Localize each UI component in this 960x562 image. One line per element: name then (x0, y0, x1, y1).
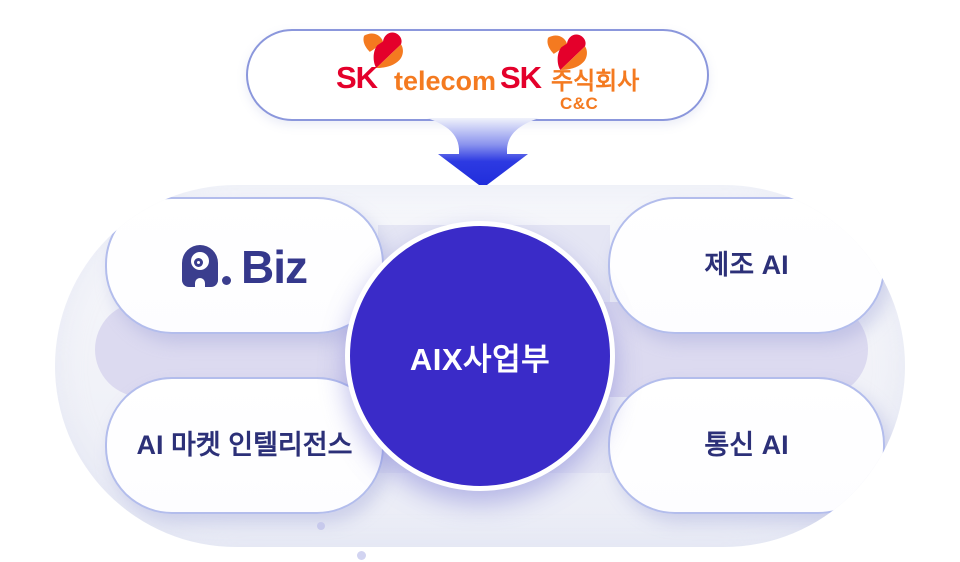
unit-pill-telecom-ai: 통신 AI (608, 377, 885, 514)
unit-pill-a-biz: Biz (105, 197, 384, 334)
sk-cnc-wordmark-sk: SK (500, 60, 542, 95)
organization-panel: Biz 제조 AI AI 마켓 인텔리전스 통신 AI AIX사업부 (55, 185, 905, 547)
sk-cnc-wordmark-jusikhoesa: 주식회사 (551, 68, 640, 95)
a-dot-period (222, 275, 231, 285)
sk-butterfly-icon (547, 34, 587, 70)
a-dot-leg-notch (195, 277, 205, 287)
source-companies-box: SK telecom SK 주식회사 C&C (246, 29, 709, 121)
unit-pill-manufacturing-ai: 제조 AI (608, 197, 885, 334)
a-dot-mascot-icon (182, 244, 218, 287)
decorative-dot (357, 551, 366, 560)
unit-label-ai-market-intelligence: AI 마켓 인텔리전스 (136, 430, 353, 460)
unit-label-manufacturing-ai: 제조 AI (704, 250, 789, 280)
unit-label-biz: Biz (241, 240, 308, 293)
a-dot-eye (191, 251, 209, 270)
unit-pill-ai-market-intelligence: AI 마켓 인텔리전스 (105, 377, 384, 514)
sk-cnc-wordmark-cnc: C&C (560, 94, 599, 113)
sk-telecom-wordmark-telecom: telecom (394, 66, 497, 96)
aix-division-circle: AIX사업부 (345, 221, 615, 491)
a-dot-pupil (194, 257, 203, 267)
decorative-dot (317, 522, 325, 530)
a-dot-biz-logo: Biz (182, 240, 308, 293)
aix-division-label: AIX사업부 (409, 341, 551, 377)
unit-label-telecom-ai: 통신 AI (704, 430, 789, 460)
sk-butterfly-icon (363, 32, 403, 68)
sk-telecom-wordmark-sk: SK (336, 60, 378, 95)
merge-down-arrow-icon (427, 118, 539, 188)
